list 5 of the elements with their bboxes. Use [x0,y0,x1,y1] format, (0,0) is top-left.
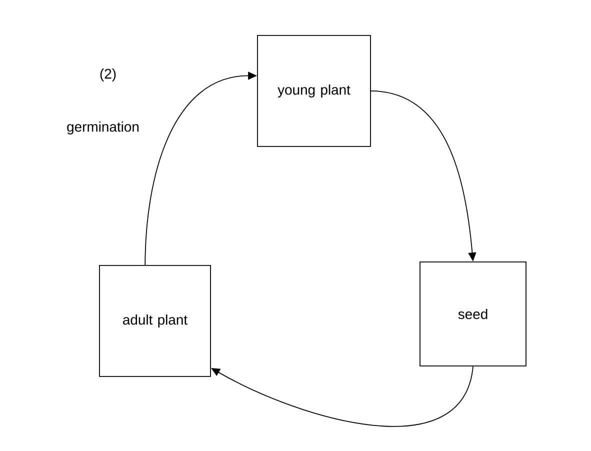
process-box: seed [420,262,526,366]
figure-number: (2) [100,68,116,82]
process-box: adult plant [99,265,211,377]
process-box: young plant [257,35,371,147]
edge-label: germination [66,120,140,136]
